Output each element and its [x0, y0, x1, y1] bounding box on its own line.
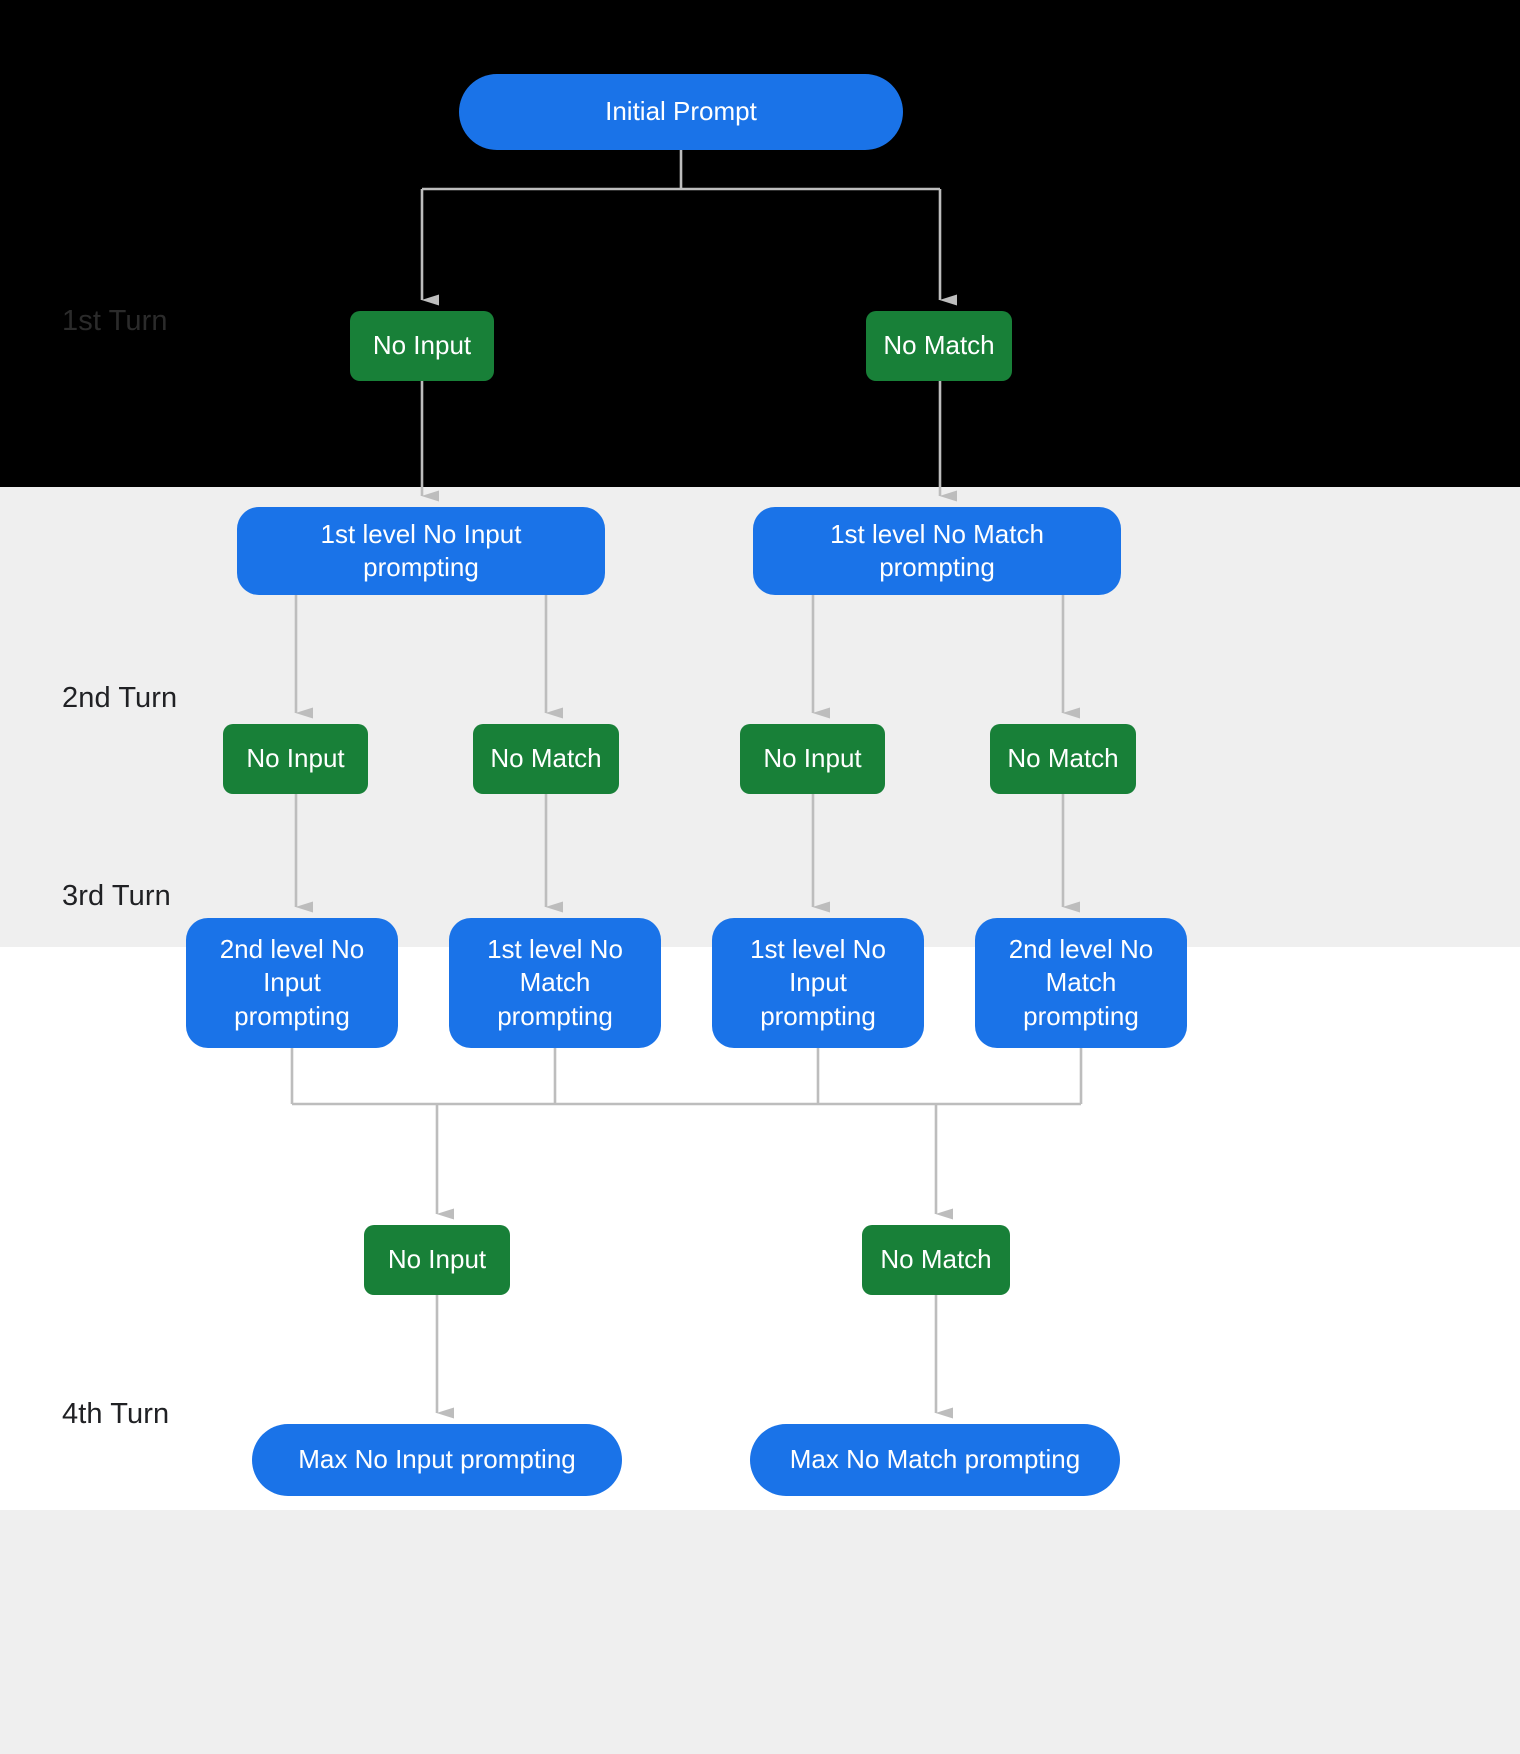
- node-t4-max-no-input-prompting[interactable]: Max No Input prompting: [252, 1424, 622, 1496]
- node-t2-no-match-b[interactable]: No Match: [990, 724, 1136, 794]
- node-label: No Input: [763, 743, 862, 774]
- node-label: No Match: [490, 743, 602, 774]
- node-label: No Input: [387, 1244, 487, 1275]
- node-label: No Input: [246, 743, 345, 774]
- node-t2-no-input-a[interactable]: No Input: [223, 724, 368, 794]
- node-t2-no-match-a[interactable]: No Match: [473, 724, 619, 794]
- node-label: No Match: [1007, 743, 1119, 774]
- turn-label-2nd: 2nd Turn: [62, 682, 178, 714]
- node-t1-no-input[interactable]: No Input: [350, 311, 494, 381]
- node-t1-no-match[interactable]: No Match: [866, 311, 1012, 381]
- node-t2-no-input-b[interactable]: No Input: [740, 724, 885, 794]
- band-4th-turn: [0, 1510, 1520, 1754]
- node-t3-no-input[interactable]: No Input: [364, 1225, 510, 1295]
- node-initial-prompt[interactable]: Initial Prompt: [459, 74, 903, 150]
- node-label: No Match: [880, 1244, 992, 1275]
- turn-label-1st: 1st Turn: [62, 305, 168, 337]
- turn-label-4th: 4th Turn: [62, 1398, 170, 1430]
- node-label: Initial Prompt: [605, 96, 757, 127]
- node-label: No Input: [372, 330, 472, 361]
- turn-label-3rd: 3rd Turn: [62, 880, 171, 912]
- node-label: Max No Input prompting: [298, 1444, 576, 1475]
- node-t3-no-match[interactable]: No Match: [862, 1225, 1010, 1295]
- node-label: Max No Match prompting: [789, 1444, 1081, 1475]
- node-label: No Match: [883, 330, 995, 361]
- node-t4-max-no-match-prompting[interactable]: Max No Match prompting: [750, 1424, 1120, 1496]
